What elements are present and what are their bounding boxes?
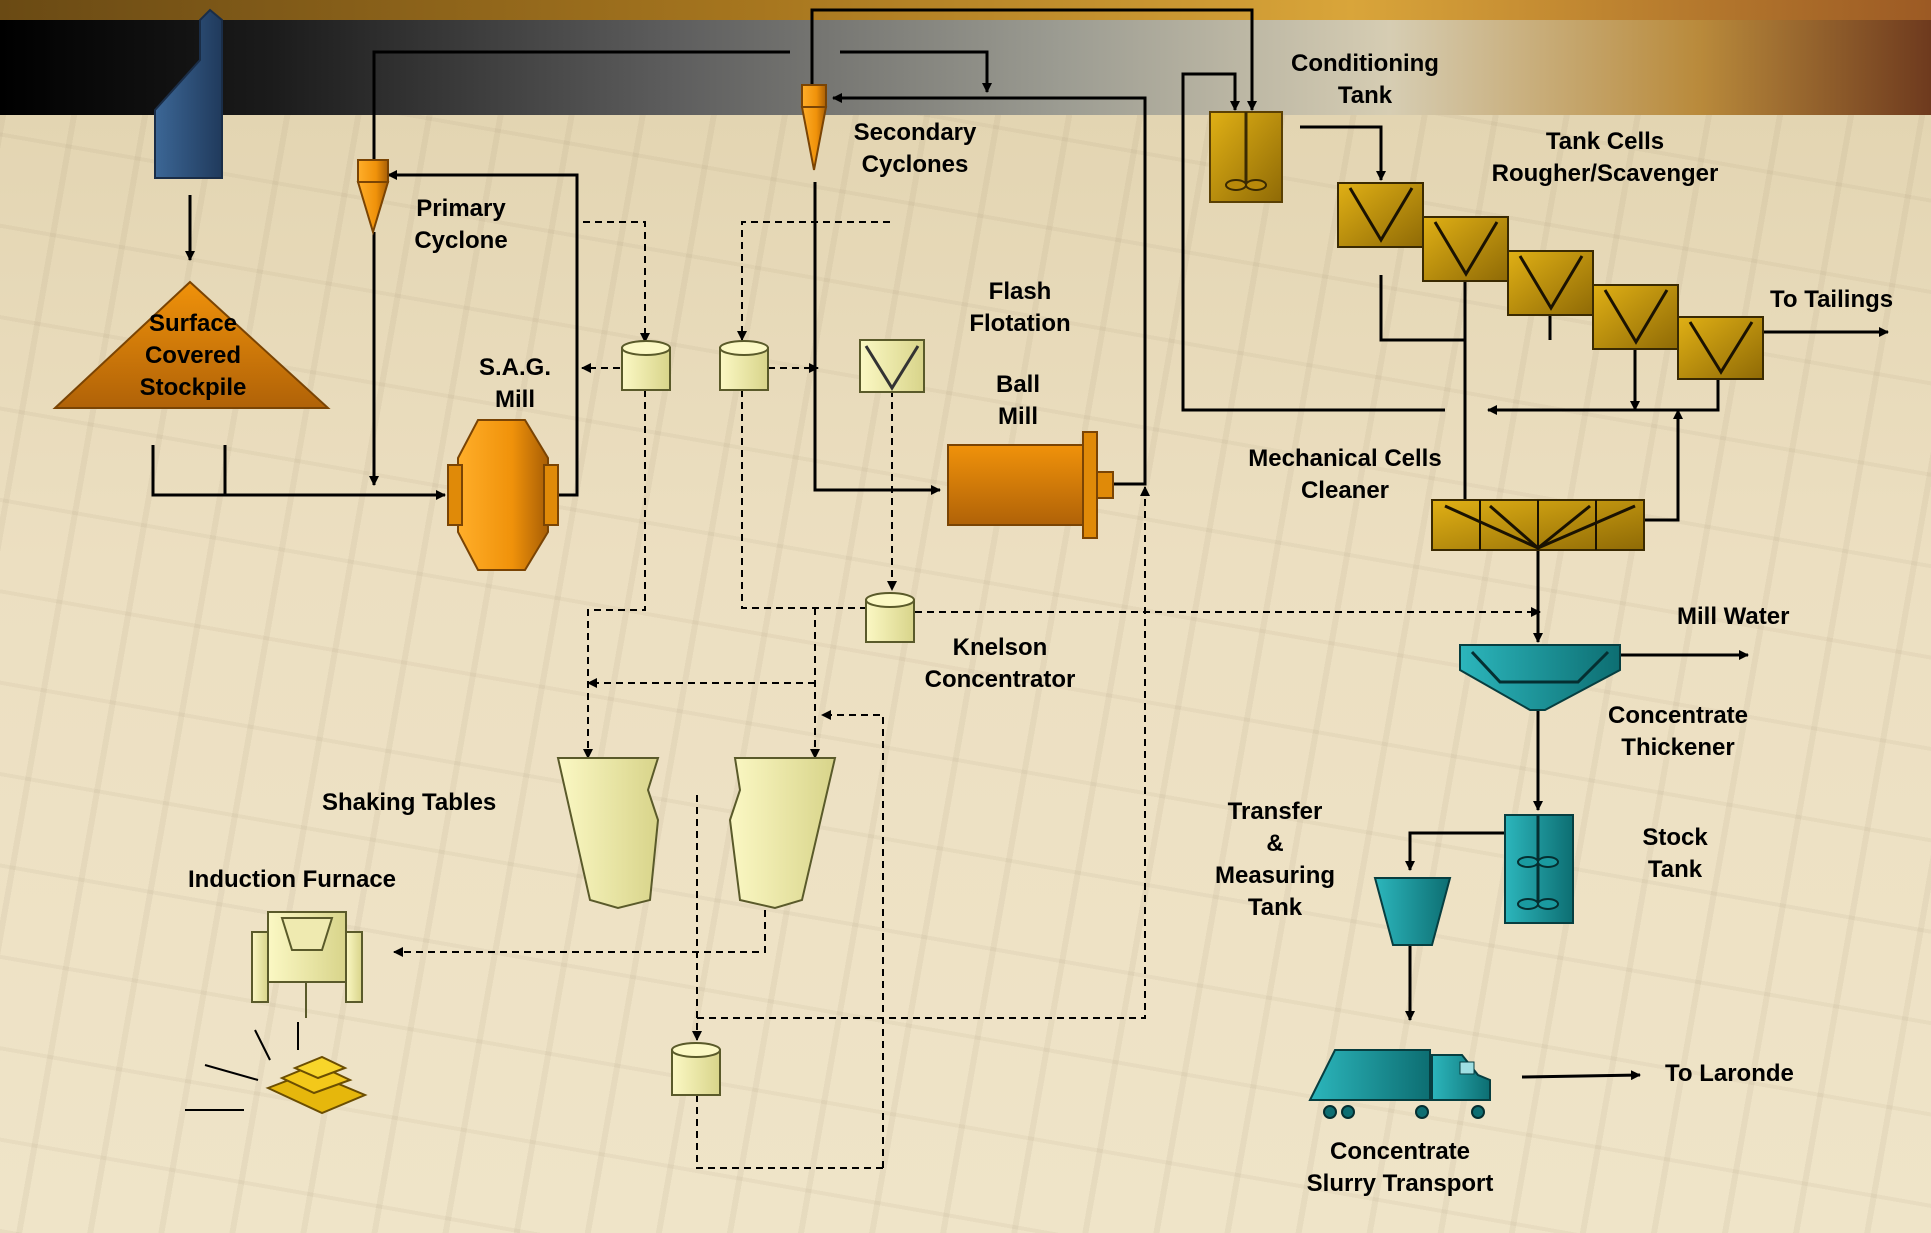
sag-mill <box>447 419 559 571</box>
slurry-truck <box>1308 1049 1491 1119</box>
label-slurry-transport: Concentrate Slurry Transport <box>1306 1138 1494 1197</box>
label-primary-cyclone: Primary Cyclone <box>414 195 508 254</box>
knelson-concentrator-3 <box>865 592 915 643</box>
label-knelson-concentrator: Knelson Concentrator <box>924 634 1076 693</box>
label-ball-mill: Ball Mill <box>995 371 1040 430</box>
label-sag-mill: S.A.G. Mill <box>478 354 551 413</box>
flash-flotation-cell <box>859 339 925 393</box>
secondary-overflow-line <box>810 8 1257 111</box>
label-transfer-tank: Transfer & Measuring Tank <box>1214 798 1336 921</box>
label-tank-cells: Tank Cells Rougher/Scavenger <box>1491 128 1719 187</box>
stock-tank <box>1504 814 1574 924</box>
stockpile-shape <box>52 280 331 409</box>
label-surface-stockpile: Surface Covered Stockpile <box>139 310 247 401</box>
scavenger-collector-b <box>1487 375 1720 415</box>
primary-cyclone <box>356 159 390 236</box>
conditioning-to-cells-line <box>1300 125 1386 181</box>
label-mill-water: Mill Water <box>1677 603 1790 630</box>
knelson-concentrator-2 <box>719 340 769 391</box>
label-shaking-tables: Shaking Tables <box>322 789 497 816</box>
knelson2-to-tables-line <box>741 390 892 609</box>
label-induction-furnace: Induction Furnace <box>188 866 397 893</box>
gold-bars <box>185 1022 368 1115</box>
gravity-lines <box>393 221 1541 1169</box>
rougher-collector-line <box>1379 275 1465 342</box>
concentrate-thickener <box>1459 644 1621 711</box>
to-laronde-line <box>1521 1070 1641 1081</box>
knelson-concentrator-4 <box>671 1042 721 1096</box>
table-tails-return-line <box>821 710 884 1168</box>
knelson1-to-tables-line <box>583 390 646 759</box>
mechanical-cells-cleaner <box>1431 499 1645 551</box>
tables-to-furnace-line <box>393 910 766 957</box>
label-mechanical-cells: Mechanical Cells Cleaner <box>1248 445 1442 504</box>
ball-mill-return-line <box>832 93 1147 486</box>
secondary-to-knelson2-line <box>737 221 890 341</box>
overflow-to-secondary-line <box>840 50 992 93</box>
shaking-table-left <box>556 757 660 910</box>
label-to-tailings: To Tailings <box>1770 286 1894 313</box>
label-conditioning-tank: Conditioning Tank <box>1291 50 1439 109</box>
process-lines <box>151 8 1889 1081</box>
cleaner-tails-line <box>1644 409 1683 522</box>
tank-cells <box>1337 182 1764 380</box>
transfer-tank <box>1373 877 1452 946</box>
shaking-table-right <box>728 757 837 910</box>
ball-mill <box>947 431 1114 539</box>
cleaner-loop-line <box>1181 72 1445 412</box>
secondary-cyclone <box>800 84 828 171</box>
primary-overflow-line <box>372 50 790 160</box>
conditioning-tank <box>1209 111 1283 203</box>
knelson4-loop-line <box>696 1095 883 1169</box>
label-concentrate-thickener: Concentrate Thickener <box>1607 702 1749 761</box>
knelson-concentrator-1 <box>621 340 671 391</box>
stock-to-transfer-line <box>1405 831 1505 871</box>
primary-to-knelson-line <box>583 221 650 343</box>
knelson4-to-ballmill-line <box>697 486 1150 1019</box>
label-to-laronde: To Laronde <box>1665 1060 1794 1087</box>
conveyor-building <box>154 8 223 179</box>
induction-furnace <box>251 911 363 1018</box>
label-secondary-cyclones: Secondary Cyclones <box>853 119 977 178</box>
label-flash-flotation: Flash Flotation <box>969 278 1071 337</box>
sag-discharge-line <box>387 170 579 497</box>
label-stock-tank: Stock Tank <box>1642 824 1708 883</box>
stockpile-feed-line <box>151 445 446 500</box>
secondary-underflow-line <box>813 182 941 495</box>
